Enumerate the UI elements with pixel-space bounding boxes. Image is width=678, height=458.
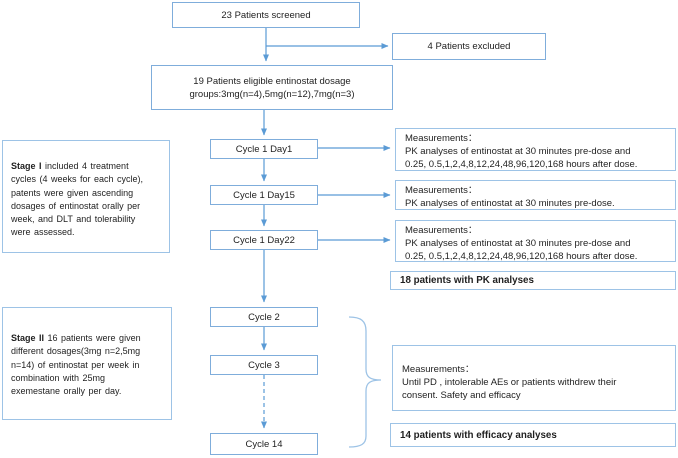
pk-summary-label: 18 patients with PK analyses: [400, 275, 534, 286]
stage1-line1: Stage I included 4 treatment: [11, 160, 161, 173]
stage1-label: Stage I: [11, 161, 42, 171]
measurements-day15-line1: PK analyses of entinostat at 30 minutes …: [405, 198, 615, 209]
measurements-day22-title: Measurements：: [405, 225, 478, 236]
stage1-line4: dosages of entinostat orally per: [11, 200, 141, 211]
patients-eligible-line2: groups:3mg(n=4),5mg(n=12),7mg(n=3): [189, 88, 355, 100]
panel-measurements-day22: Measurements： PK analyses of entinostat …: [395, 220, 676, 262]
box-cycle1-day22: Cycle 1 Day22: [210, 230, 318, 250]
box-cycle2: Cycle 2: [210, 307, 318, 327]
box-cycle1-day1: Cycle 1 Day1: [210, 139, 318, 159]
box-patients-excluded: 4 Patients excluded: [392, 33, 546, 60]
box-pk-summary: 18 patients with PK analyses: [390, 271, 676, 290]
box-cycle1-day15: Cycle 1 Day15: [210, 185, 318, 205]
box-patients-screened: 23 Patients screened: [172, 2, 360, 28]
cycle1-day15-label: Cycle 1 Day15: [233, 189, 295, 201]
measurements-day22-line2: 0.25, 0.5,1,2,4,8,12,24,48,96,120,168 ho…: [405, 251, 638, 262]
cycle1-day1-label: Cycle 1 Day1: [235, 143, 293, 155]
stage1-line1-rest: included 4 treatment: [41, 161, 129, 171]
stage1-line2: cycles (4 weeks for each cycle),: [11, 174, 144, 185]
measurements-extension-title: Measurements：: [402, 364, 475, 375]
cycle1-day22-label: Cycle 1 Day22: [233, 234, 295, 246]
measurements-day22-line1: PK analyses of entinostat at 30 minutes …: [405, 238, 631, 249]
stage2-line5: exemestane orally per day.: [11, 386, 122, 397]
cycle2-label: Cycle 2: [248, 311, 280, 323]
measurements-extension-line1: Until PD , intolerable AEs or patients w…: [402, 377, 617, 388]
panel-measurements-day1: Measurements： PK analyses of entinostat …: [395, 128, 676, 171]
patients-screened-label: 23 Patients screened: [221, 9, 311, 21]
box-patients-eligible: 19 Patients eligible entinostat dosage g…: [151, 65, 393, 110]
measurements-day1-line2: 0.25, 0.5,1,2,4,8,12,24,48,96,120,168 ho…: [405, 159, 638, 170]
measurements-day15-title: Measurements：: [405, 185, 478, 196]
stage2-label: Stage II: [11, 333, 45, 343]
measurements-day1-title: Measurements：: [405, 133, 478, 144]
panel-stage2: Stage II 16 patients were given differen…: [2, 307, 172, 420]
stage2-line4: combination with 25mg: [11, 372, 106, 383]
stage1-line6: were assessed.: [11, 227, 75, 238]
measurements-day1-line1: PK analyses of entinostat at 30 minutes …: [405, 146, 631, 157]
box-cycle14: Cycle 14: [210, 433, 318, 455]
stage1-line3: patents were given ascending: [11, 187, 134, 198]
stage2-line3: n=14) of entinostat per week in: [11, 359, 140, 370]
panel-measurements-extension: Measurements： Until PD , intolerable AEs…: [392, 345, 676, 411]
cycle3-label: Cycle 3: [248, 359, 280, 371]
stage1-line5: week, and DLT and tolerability: [11, 214, 136, 225]
panel-measurements-day15: Measurements： PK analyses of entinostat …: [395, 180, 676, 210]
efficacy-summary-label: 14 patients with efficacy analyses: [400, 429, 557, 441]
box-efficacy-summary: 14 patients with efficacy analyses: [390, 423, 676, 447]
brace-cycles-2-14: [348, 316, 382, 448]
patients-eligible-line1: 19 Patients eligible entinostat dosage: [193, 75, 351, 87]
measurements-extension-line2: consent. Safety and efficacy: [402, 390, 521, 401]
stage2-line1-rest: 16 patients were given: [44, 333, 141, 343]
patients-excluded-label: 4 Patients excluded: [427, 41, 511, 52]
box-cycle3: Cycle 3: [210, 355, 318, 375]
panel-stage1: Stage I included 4 treatment cycles (4 w…: [2, 140, 170, 253]
stage2-line2: different dosages(3mg n=2,5mg: [11, 346, 141, 357]
cycle14-label: Cycle 14: [245, 438, 283, 450]
stage2-line1: Stage II 16 patients were given: [11, 332, 163, 345]
